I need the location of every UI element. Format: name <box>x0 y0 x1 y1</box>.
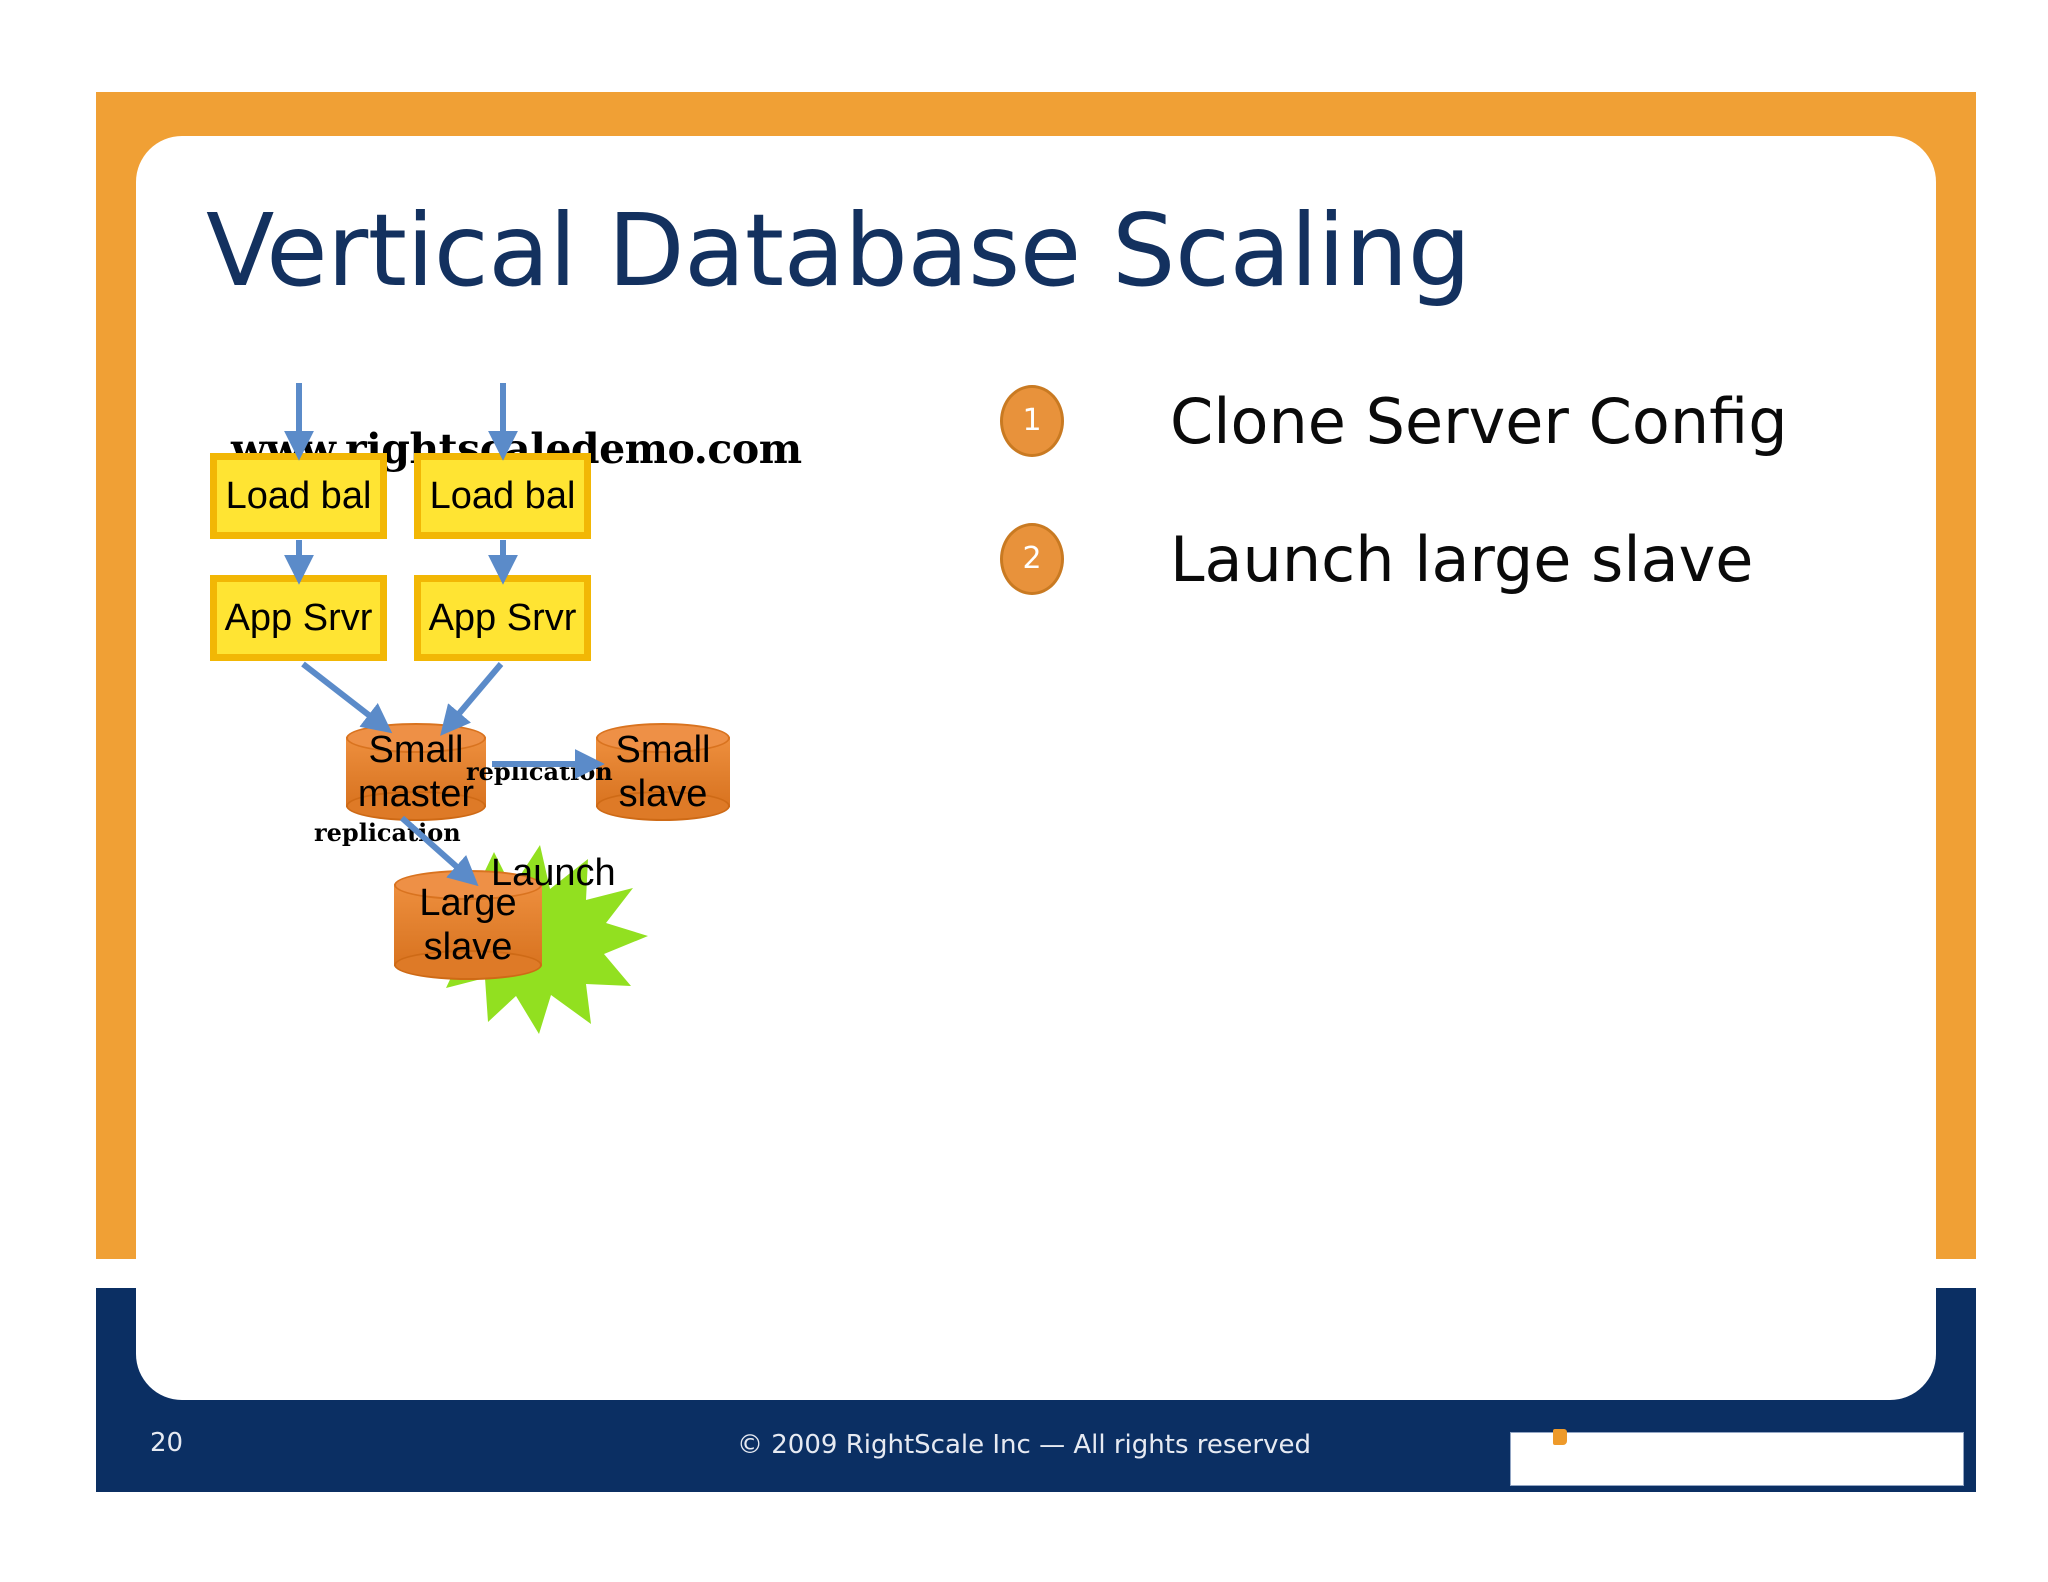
copyright-text: © 2009 RightScale Inc — All rights reser… <box>737 1430 1311 1460</box>
cylinder-label-line2: slave <box>423 926 513 968</box>
logo-placeholder-box <box>1510 1429 1964 1486</box>
cylinder-label-line2: master <box>357 773 475 815</box>
step-label-1: Clone Server Config <box>1170 385 1788 458</box>
launch-burst-label: Launch <box>491 852 616 894</box>
rightscale-logo-icon <box>1553 1429 1567 1445</box>
load-bal-box-2: Load bal <box>414 453 591 539</box>
cylinder-bottom-ellipse <box>394 950 542 980</box>
cylinder-label-small-slave: Small slave <box>596 723 730 821</box>
arrow-app1-to-master <box>301 661 393 734</box>
step-badge-1: 1 <box>1000 385 1064 457</box>
cylinder-top-ellipse <box>596 723 730 753</box>
diagram-arrows <box>284 383 605 887</box>
database-cylinder-small-slave: Small slave <box>596 723 730 821</box>
page-title: Vertical Database Scaling <box>206 192 1471 309</box>
load-bal-box-1: Load bal <box>210 453 387 539</box>
cylinder-bottom-ellipse <box>596 791 730 821</box>
cylinder-label-line1: Small <box>368 729 464 771</box>
app-srvr-box-2: App Srvr <box>414 575 591 661</box>
page-number: 20 <box>150 1428 184 1458</box>
cylinder-bottom-ellipse <box>346 791 486 821</box>
cylinder-label-line1: Large <box>419 882 517 924</box>
cylinder-label-line1: Small <box>615 729 711 771</box>
cylinder-label-line2: slave <box>618 773 708 815</box>
cylinder-label-small-master: Small master <box>346 723 486 821</box>
database-cylinder-small-master: Small master <box>346 723 486 821</box>
step-item-1: 1 Clone Server Config <box>1000 385 1900 523</box>
step-item-2: 2 Launch large slave <box>1000 523 1900 661</box>
arrow-master-to-large-slave <box>400 815 479 887</box>
step-badge-2: 2 <box>1000 523 1064 595</box>
cylinder-label-large-slave: Large slave <box>394 870 542 980</box>
arrow-app2-to-master <box>440 662 504 736</box>
architecture-diagram: www.rightscaledemo.com Load bal Load bal… <box>136 340 1036 1260</box>
step-list: 1 Clone Server Config 2 Launch large sla… <box>1000 385 1900 661</box>
app-srvr-box-1: App Srvr <box>210 575 387 661</box>
step-label-2: Launch large slave <box>1170 523 1754 596</box>
replication-label-vertical: replication <box>314 818 461 847</box>
